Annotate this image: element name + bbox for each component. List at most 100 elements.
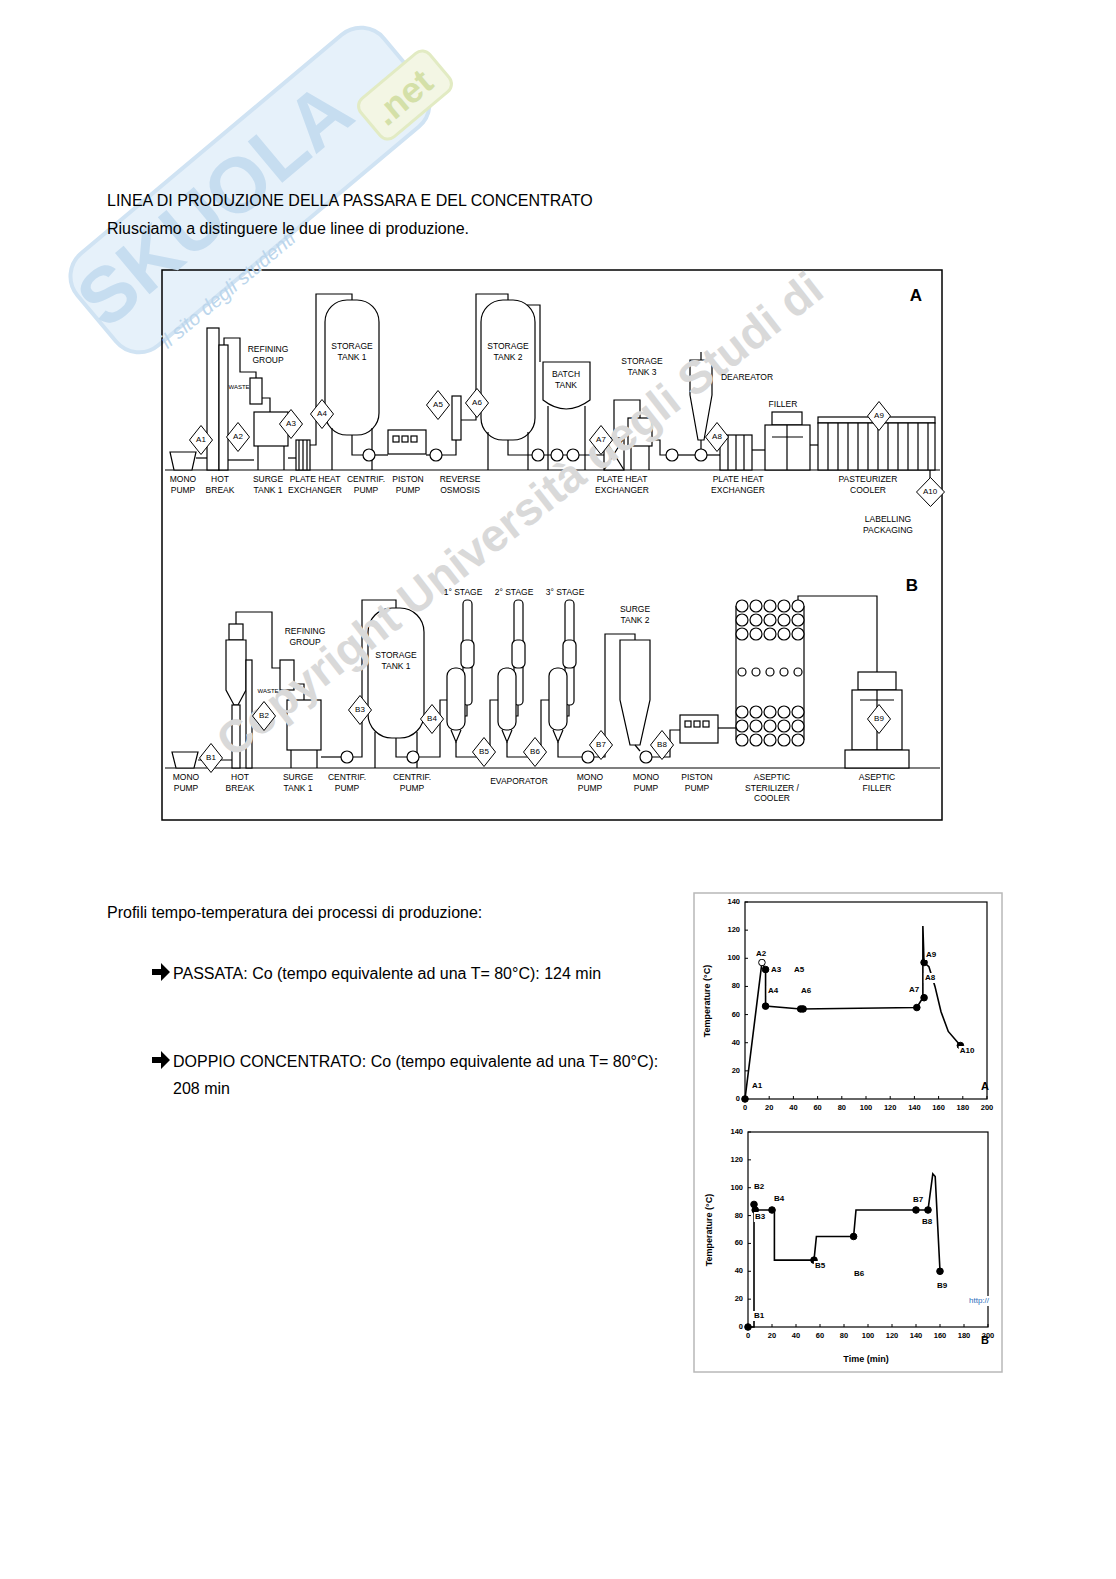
line-letter: A	[910, 285, 922, 306]
waste-label: WASTE	[228, 384, 249, 392]
process-line-b	[736, 628, 748, 640]
process-line-b	[549, 668, 567, 730]
chart-plot	[937, 1268, 944, 1275]
point-label: A5	[793, 965, 805, 975]
process-line-a	[678, 454, 695, 455]
process-line-b	[567, 705, 569, 716]
tick-label: 140	[730, 1127, 743, 1136]
equipment-label: EVAPORATOR	[490, 776, 548, 787]
process-line-a	[411, 436, 417, 442]
process-line-b	[794, 668, 802, 676]
point-label: B1	[753, 1311, 765, 1321]
process-line-b	[778, 628, 790, 640]
callout-number: A5	[426, 390, 450, 420]
callout-number: A1	[189, 425, 213, 455]
chart-plot	[914, 1004, 921, 1011]
equipment-label: CENTRIF. PUMP	[345, 474, 387, 495]
process-line-b	[718, 727, 736, 728]
callout-number: B7	[589, 730, 613, 760]
tick-label: 20	[768, 1331, 776, 1340]
process-line-b	[764, 600, 776, 612]
equipment-label: PLATE HEAT EXCHANGER	[286, 474, 344, 495]
process-line-b	[685, 721, 691, 727]
process-line-a	[196, 457, 207, 458]
equipment-label: PLATE HEAT EXCHANGER	[593, 474, 651, 495]
process-line-a	[818, 423, 935, 470]
point-label: A10	[959, 1046, 976, 1056]
process-line-a	[250, 378, 262, 404]
point-label: B8	[921, 1217, 933, 1227]
callout-diamond: A5	[426, 390, 450, 420]
tick-label: 80	[840, 1331, 848, 1340]
equipment-label: LABELLING PACKAGING	[858, 514, 918, 535]
process-line-b	[321, 756, 341, 757]
process-line-a	[388, 430, 426, 454]
callout-diamond: B6	[523, 737, 547, 767]
chart-plot	[866, 1096, 867, 1099]
callout-diamond: A10	[916, 477, 945, 507]
callout-diamond: A8	[705, 422, 729, 452]
tick-label: 40	[735, 1267, 743, 1276]
callout-number: A10	[916, 477, 945, 507]
process-line-b	[778, 734, 790, 746]
tick-label: 20	[765, 1103, 773, 1112]
diamond-outline	[706, 423, 729, 452]
equipment-label: PISTON PUMP	[389, 474, 427, 495]
callout-number: B2	[252, 701, 276, 731]
diamond-outline	[190, 426, 213, 455]
callout-diamond: B2	[252, 701, 276, 731]
point-label: B5	[814, 1261, 826, 1271]
diamond-outline	[200, 744, 223, 773]
process-line-b	[778, 706, 790, 718]
tick-label: 40	[792, 1331, 800, 1340]
process-line-b	[451, 730, 461, 742]
chart-plot	[913, 1207, 920, 1214]
process-line-a	[772, 425, 803, 470]
chart-plot	[745, 902, 748, 903]
chart-plot	[892, 1324, 893, 1327]
process-line-a	[828, 423, 928, 470]
bullet-arrow	[152, 963, 170, 1069]
chart-plot	[748, 1159, 751, 1160]
callout-number: B3	[348, 695, 372, 725]
callout-number: A3	[279, 409, 303, 439]
process-line-a	[527, 305, 540, 362]
process-line-b	[750, 614, 762, 626]
process-line-b	[419, 700, 447, 757]
callout-number: B8	[650, 730, 674, 760]
callout-diamond: A3	[279, 409, 303, 439]
axis-title: Temperature (°C)	[702, 964, 713, 1036]
process-line-b	[736, 706, 748, 718]
equipment-label: PLATE HEAT EXCHANGER	[709, 474, 767, 495]
process-line-b	[750, 706, 762, 718]
process-line-b	[792, 734, 804, 746]
chart-plot	[820, 1324, 821, 1327]
process-line-b	[766, 668, 774, 676]
diamond-outline	[421, 705, 444, 734]
chart-plot	[772, 1324, 773, 1327]
process-line-b	[752, 668, 760, 676]
process-line-b	[750, 628, 762, 640]
diamond-outline	[253, 702, 276, 731]
process-line-b	[738, 668, 746, 676]
process-line-b	[764, 734, 776, 746]
chart-plot	[762, 1003, 769, 1010]
chart-plot	[745, 1324, 752, 1331]
diamond-outline	[349, 696, 372, 725]
diamond-outline	[651, 731, 674, 760]
process-line-a	[765, 425, 810, 470]
process-line-a	[219, 345, 228, 470]
diamond-outline	[590, 426, 613, 455]
process-line-b	[165, 767, 940, 768]
chart-plot	[759, 959, 766, 966]
callout-diamond: A4	[310, 399, 334, 429]
process-line-b	[736, 600, 804, 746]
process-line-b	[792, 706, 804, 718]
tick-label: 160	[932, 1103, 945, 1112]
callout-diamond: A6	[465, 388, 489, 418]
chart-plot	[964, 1324, 965, 1327]
chart-plot	[748, 1187, 751, 1188]
process-line-b	[764, 720, 776, 732]
callout-diamond: B8	[650, 730, 674, 760]
process-line-b	[229, 624, 243, 640]
